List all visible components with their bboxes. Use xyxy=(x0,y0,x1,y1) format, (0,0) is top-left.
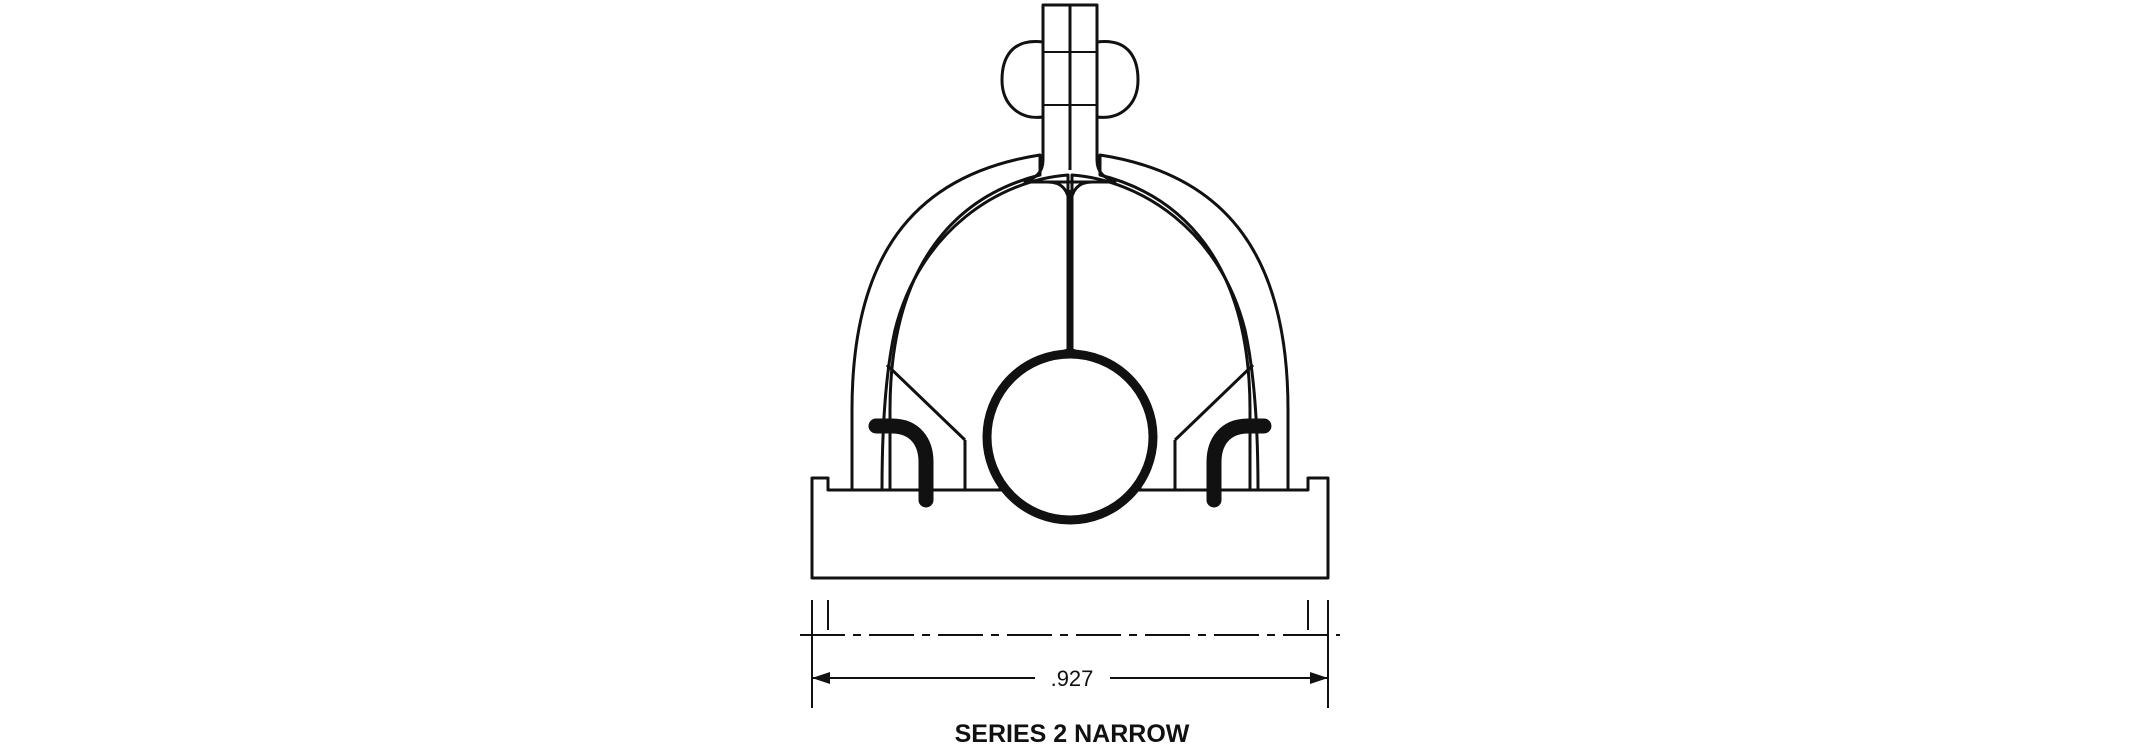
base-block xyxy=(810,476,1330,580)
left-hook xyxy=(868,418,934,508)
dimension-arrowhead-right xyxy=(1310,672,1328,684)
center-tube xyxy=(982,349,1158,525)
right-lobe xyxy=(1096,40,1140,119)
drawing-caption: SERIES 2 NARROW xyxy=(955,720,1190,748)
right-wedge-line xyxy=(1173,363,1255,442)
clip-outer-arch xyxy=(850,153,1042,492)
left-lobe xyxy=(1000,40,1044,119)
clip-outer-arch-right xyxy=(1098,153,1290,492)
dimension-arrowhead-left xyxy=(812,672,830,684)
top-stem xyxy=(1023,3,1117,184)
dimension-label: .927 xyxy=(1051,666,1094,691)
stem-fillet xyxy=(1047,180,1093,207)
left-wedge-line xyxy=(885,363,967,442)
right-hook xyxy=(1206,418,1272,508)
